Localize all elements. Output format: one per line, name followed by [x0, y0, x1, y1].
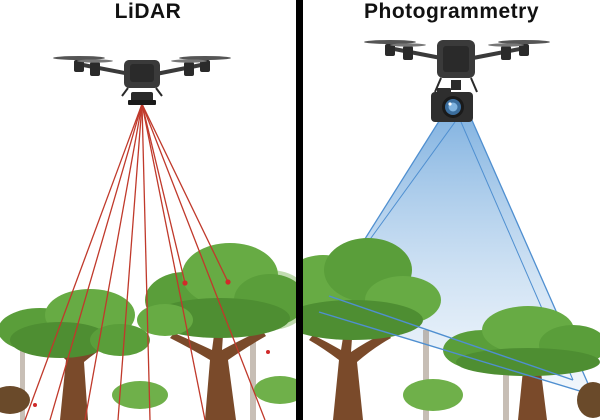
photogrammetry-title: Photogrammetry	[363, 0, 540, 23]
drone-icon	[364, 40, 550, 93]
photogrammetry-panel: Photogrammetry	[303, 0, 600, 420]
drone-icon	[53, 56, 231, 97]
tree-icon	[303, 238, 441, 420]
lidar-title: LiDAR	[114, 0, 182, 23]
lidar-sensor-icon	[128, 92, 156, 105]
panel-divider	[296, 0, 303, 420]
laser-hit-points	[33, 279, 270, 407]
camera-icon	[431, 88, 473, 122]
laser-beams	[24, 103, 266, 420]
tree-icon	[137, 243, 296, 420]
tree-icon	[0, 289, 150, 420]
photogrammetry-scene	[303, 40, 600, 420]
shrubs	[403, 379, 600, 418]
tree-icon	[443, 306, 600, 420]
shrubs	[0, 376, 296, 414]
view-footprint	[318, 295, 594, 396]
lidar-panel: LiDAR	[0, 0, 296, 420]
lidar-scene	[0, 56, 296, 420]
